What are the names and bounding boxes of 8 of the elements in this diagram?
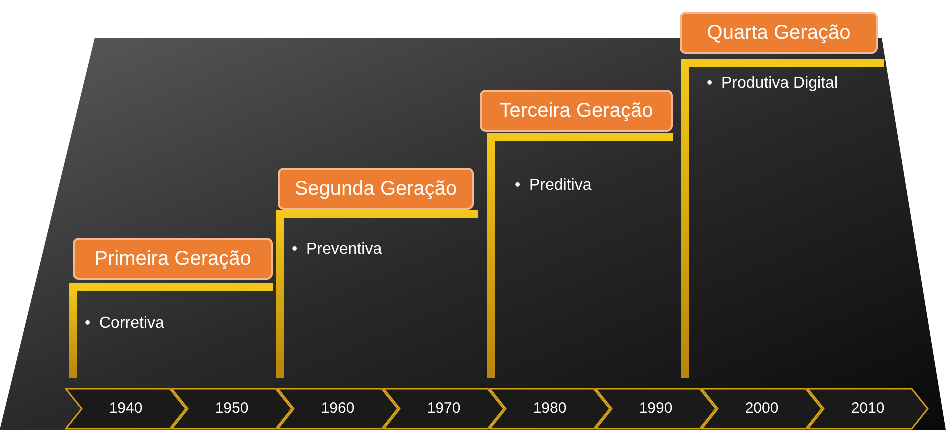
generation-header: Primeira Geração [73,238,273,280]
generation-header: Quarta Geração [680,12,878,54]
generation-header: Terceira Geração [480,90,673,132]
bullet-item: • Preditiva [515,176,592,196]
generation-header: Segunda Geração [278,168,474,210]
bullet-item: • Produtiva Digital [707,74,838,94]
bullet-item: • Preventiva [292,240,382,260]
bullet-item: • Corretiva [85,314,164,334]
